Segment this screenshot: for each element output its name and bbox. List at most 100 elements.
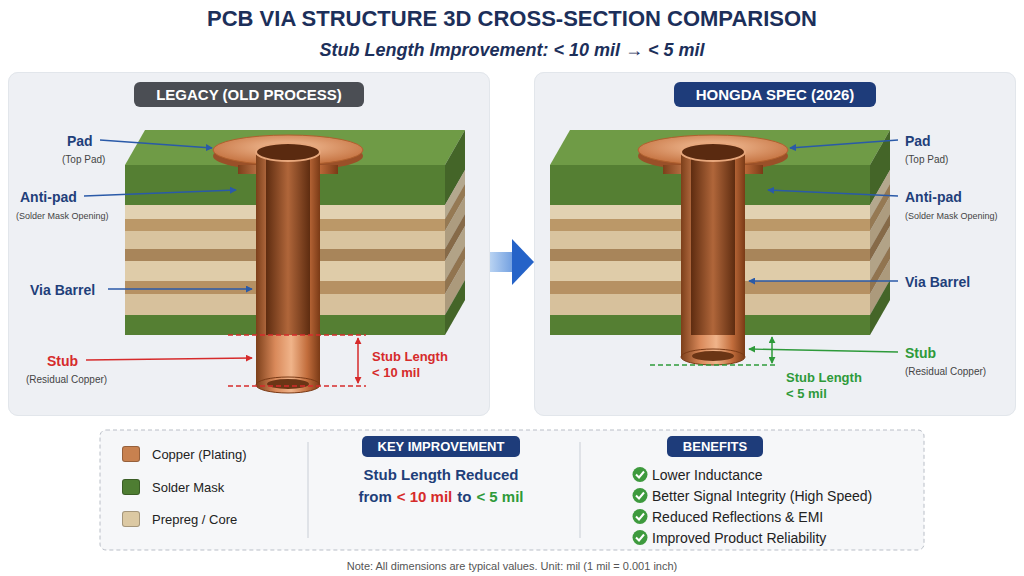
label-wrap: Pad: [905, 132, 931, 150]
label-wrap: Stub Length Improvement: < 10 mil → < 5 …: [319, 40, 704, 61]
label-wrap: Stub: [905, 344, 936, 362]
check-mark: [636, 472, 644, 478]
label-wrap: Via Barrel: [30, 281, 95, 299]
dimension-value: < 10 mil: [372, 365, 420, 380]
label-wrap: Anti-pad: [20, 188, 77, 206]
flow-arrow: [490, 252, 512, 272]
label-wrap: Stub Length: [786, 368, 862, 386]
part-label: Pad: [905, 133, 931, 149]
check-mark: [636, 514, 644, 520]
stub-bore: [692, 351, 734, 361]
leader-line: [749, 349, 898, 352]
improvement-text: Stub Length Reduced: [364, 466, 519, 483]
part-sublabel: (Solder Mask Opening): [905, 211, 998, 221]
note-text: Note: All dimensions are typical values.…: [347, 560, 677, 572]
check-mark: [636, 493, 644, 499]
leader-line: [108, 288, 252, 289]
part-label: Via Barrel: [905, 274, 970, 290]
label-wrap: (Solder Mask Opening): [16, 205, 109, 223]
dimension-label: Stub Length: [786, 370, 862, 385]
summary-box: [100, 430, 924, 550]
dimension-line: [228, 334, 366, 336]
label-wrap: Anti-pad: [905, 188, 962, 206]
panel-ground: [8, 72, 490, 416]
panel-ground: [534, 72, 1016, 416]
legend-text: Copper (Plating): [152, 447, 247, 462]
stub-bore: [267, 379, 309, 389]
part-label: Stub: [47, 353, 78, 369]
dimension-line: [228, 385, 366, 387]
title-wrap: PCB VIA STRUCTURE 3D CROSS-SECTION COMPA…: [0, 6, 1024, 32]
part-sublabel: (Solder Mask Opening): [16, 211, 109, 221]
check-icon: [633, 530, 648, 545]
subtitle: Stub Length Improvement: < 10 mil → < 5 …: [319, 40, 704, 60]
improvement-text: from: [358, 488, 391, 505]
label-wrap: Via Barrel: [905, 273, 970, 291]
label-wrap: Note: All dimensions are typical values.…: [347, 556, 677, 574]
leader-line: [749, 280, 898, 281]
benefit-text: Lower Inductance: [652, 467, 763, 483]
divider: [580, 442, 581, 538]
leader-line: [100, 140, 212, 148]
part-label: Pad: [67, 133, 93, 149]
dimension-line: [650, 364, 778, 366]
label-wrap: Pad: [67, 132, 93, 150]
via-stub: [256, 335, 320, 385]
benefit-text: Improved Product Reliability: [652, 530, 826, 546]
heading-text: BENEFITS: [683, 439, 747, 454]
benefit-text: Reduced Reflections & EMI: [652, 509, 823, 525]
check-icon: [633, 509, 648, 524]
label-wrap: (Solder Mask Opening): [905, 205, 998, 223]
label-wrap: Reduced Reflections & EMI: [652, 508, 823, 526]
panel-box: HONGDA SPEC (2026): [534, 72, 1016, 416]
improvement-value: < 10 mil: [397, 488, 452, 505]
heading-text: KEY IMPROVEMENT: [378, 439, 505, 454]
part-label: Anti-pad: [905, 189, 962, 205]
divider: [308, 442, 309, 538]
section-heading: KEY IMPROVEMENT: [362, 436, 521, 457]
stub-end: [681, 349, 745, 365]
part-sublabel: (Residual Copper): [26, 374, 107, 385]
leader-line: [768, 190, 898, 196]
legend-item: Solder Mask: [122, 479, 224, 495]
legend-item: Prepreg / Core: [122, 511, 237, 527]
check-icon: [633, 509, 648, 524]
panel-heading: HONGDA SPEC (2026): [674, 82, 877, 107]
legend-item: Copper (Plating): [122, 446, 247, 462]
label-wrap: Improved Product Reliability: [652, 529, 826, 547]
part-label: Stub: [905, 345, 936, 361]
leader-line: [86, 358, 252, 360]
legend-swatch: [122, 479, 140, 495]
part-label: Via Barrel: [30, 282, 95, 298]
label-wrap: Stub Length: [372, 347, 448, 365]
leader-line: [84, 190, 236, 196]
label-wrap: (Top Pad): [62, 149, 105, 167]
pcb-block: [550, 130, 890, 335]
dimension-arrow: [357, 338, 359, 383]
stub-end: [256, 377, 320, 393]
benefit-text: Better Signal Integrity (High Speed): [652, 488, 872, 504]
label-wrap: (Residual Copper): [26, 369, 107, 387]
legend-text: Prepreg / Core: [152, 512, 237, 527]
label-wrap: < 5 mil: [786, 384, 827, 402]
part-sublabel: (Top Pad): [62, 154, 105, 165]
label-wrap: Stub: [47, 352, 78, 370]
panel-box: LEGACY (OLD PROCESS): [8, 72, 490, 416]
check-icon: [633, 488, 648, 503]
dimension-arrow: [771, 337, 773, 363]
via-stub: [681, 335, 745, 357]
pcb-block: [125, 130, 465, 335]
leader-line: [790, 140, 898, 148]
label-wrap: Better Signal Integrity (High Speed): [652, 487, 872, 505]
improvement-value: < 5 mil: [476, 488, 523, 505]
label-wrap: Stub Length Reduced: [364, 466, 519, 484]
check-icon: [633, 488, 648, 503]
label-wrap: Lower Inductance: [652, 466, 763, 484]
check-icon: [633, 530, 648, 545]
dimension-value: < 5 mil: [786, 386, 827, 401]
part-sublabel: (Residual Copper): [905, 366, 986, 377]
check-icon: [633, 467, 648, 482]
dimension-label: Stub Length: [372, 349, 448, 364]
improvement-text: to: [457, 488, 471, 505]
